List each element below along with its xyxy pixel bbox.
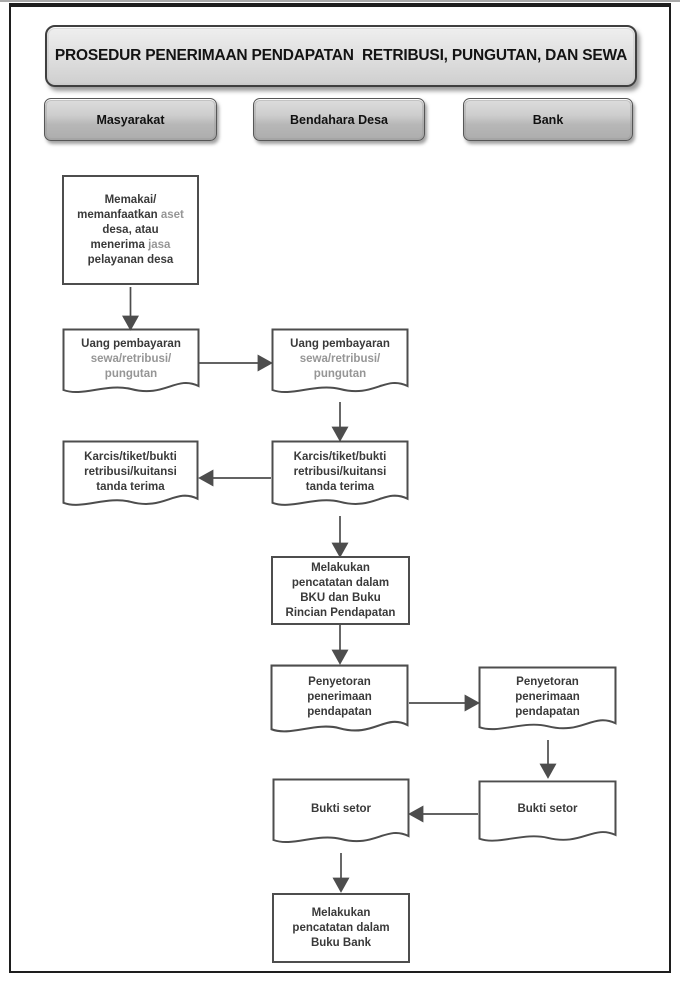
document-shape: [478, 666, 617, 731]
document-shape: [270, 664, 409, 733]
node-bukti-setor-bank: Bukti setor: [478, 780, 617, 852]
lane-header-bank: Bank: [463, 98, 633, 141]
node-text: Bukti setor: [517, 803, 578, 815]
document-shape: [478, 780, 617, 842]
document-shape: [272, 778, 410, 844]
scan-top-edge: [0, 0, 680, 2]
document-shape: [62, 328, 200, 394]
document-shape: [271, 328, 409, 394]
node-text: Bukti setor: [310, 803, 372, 815]
lane-header-masyarakat: Masyarakat: [44, 98, 217, 141]
document-shape: [62, 440, 199, 506]
lane-header-bendahara-desa: Bendahara Desa: [253, 98, 425, 141]
diagram-title-banner: PROSEDUR PENERIMAAN PENDAPATAN RETRIBUSI…: [45, 25, 637, 87]
document-shape: [271, 440, 409, 506]
page-border-frame: [9, 3, 671, 973]
node-bukti-setor-bendahara: Bukti setor: [272, 778, 410, 854]
